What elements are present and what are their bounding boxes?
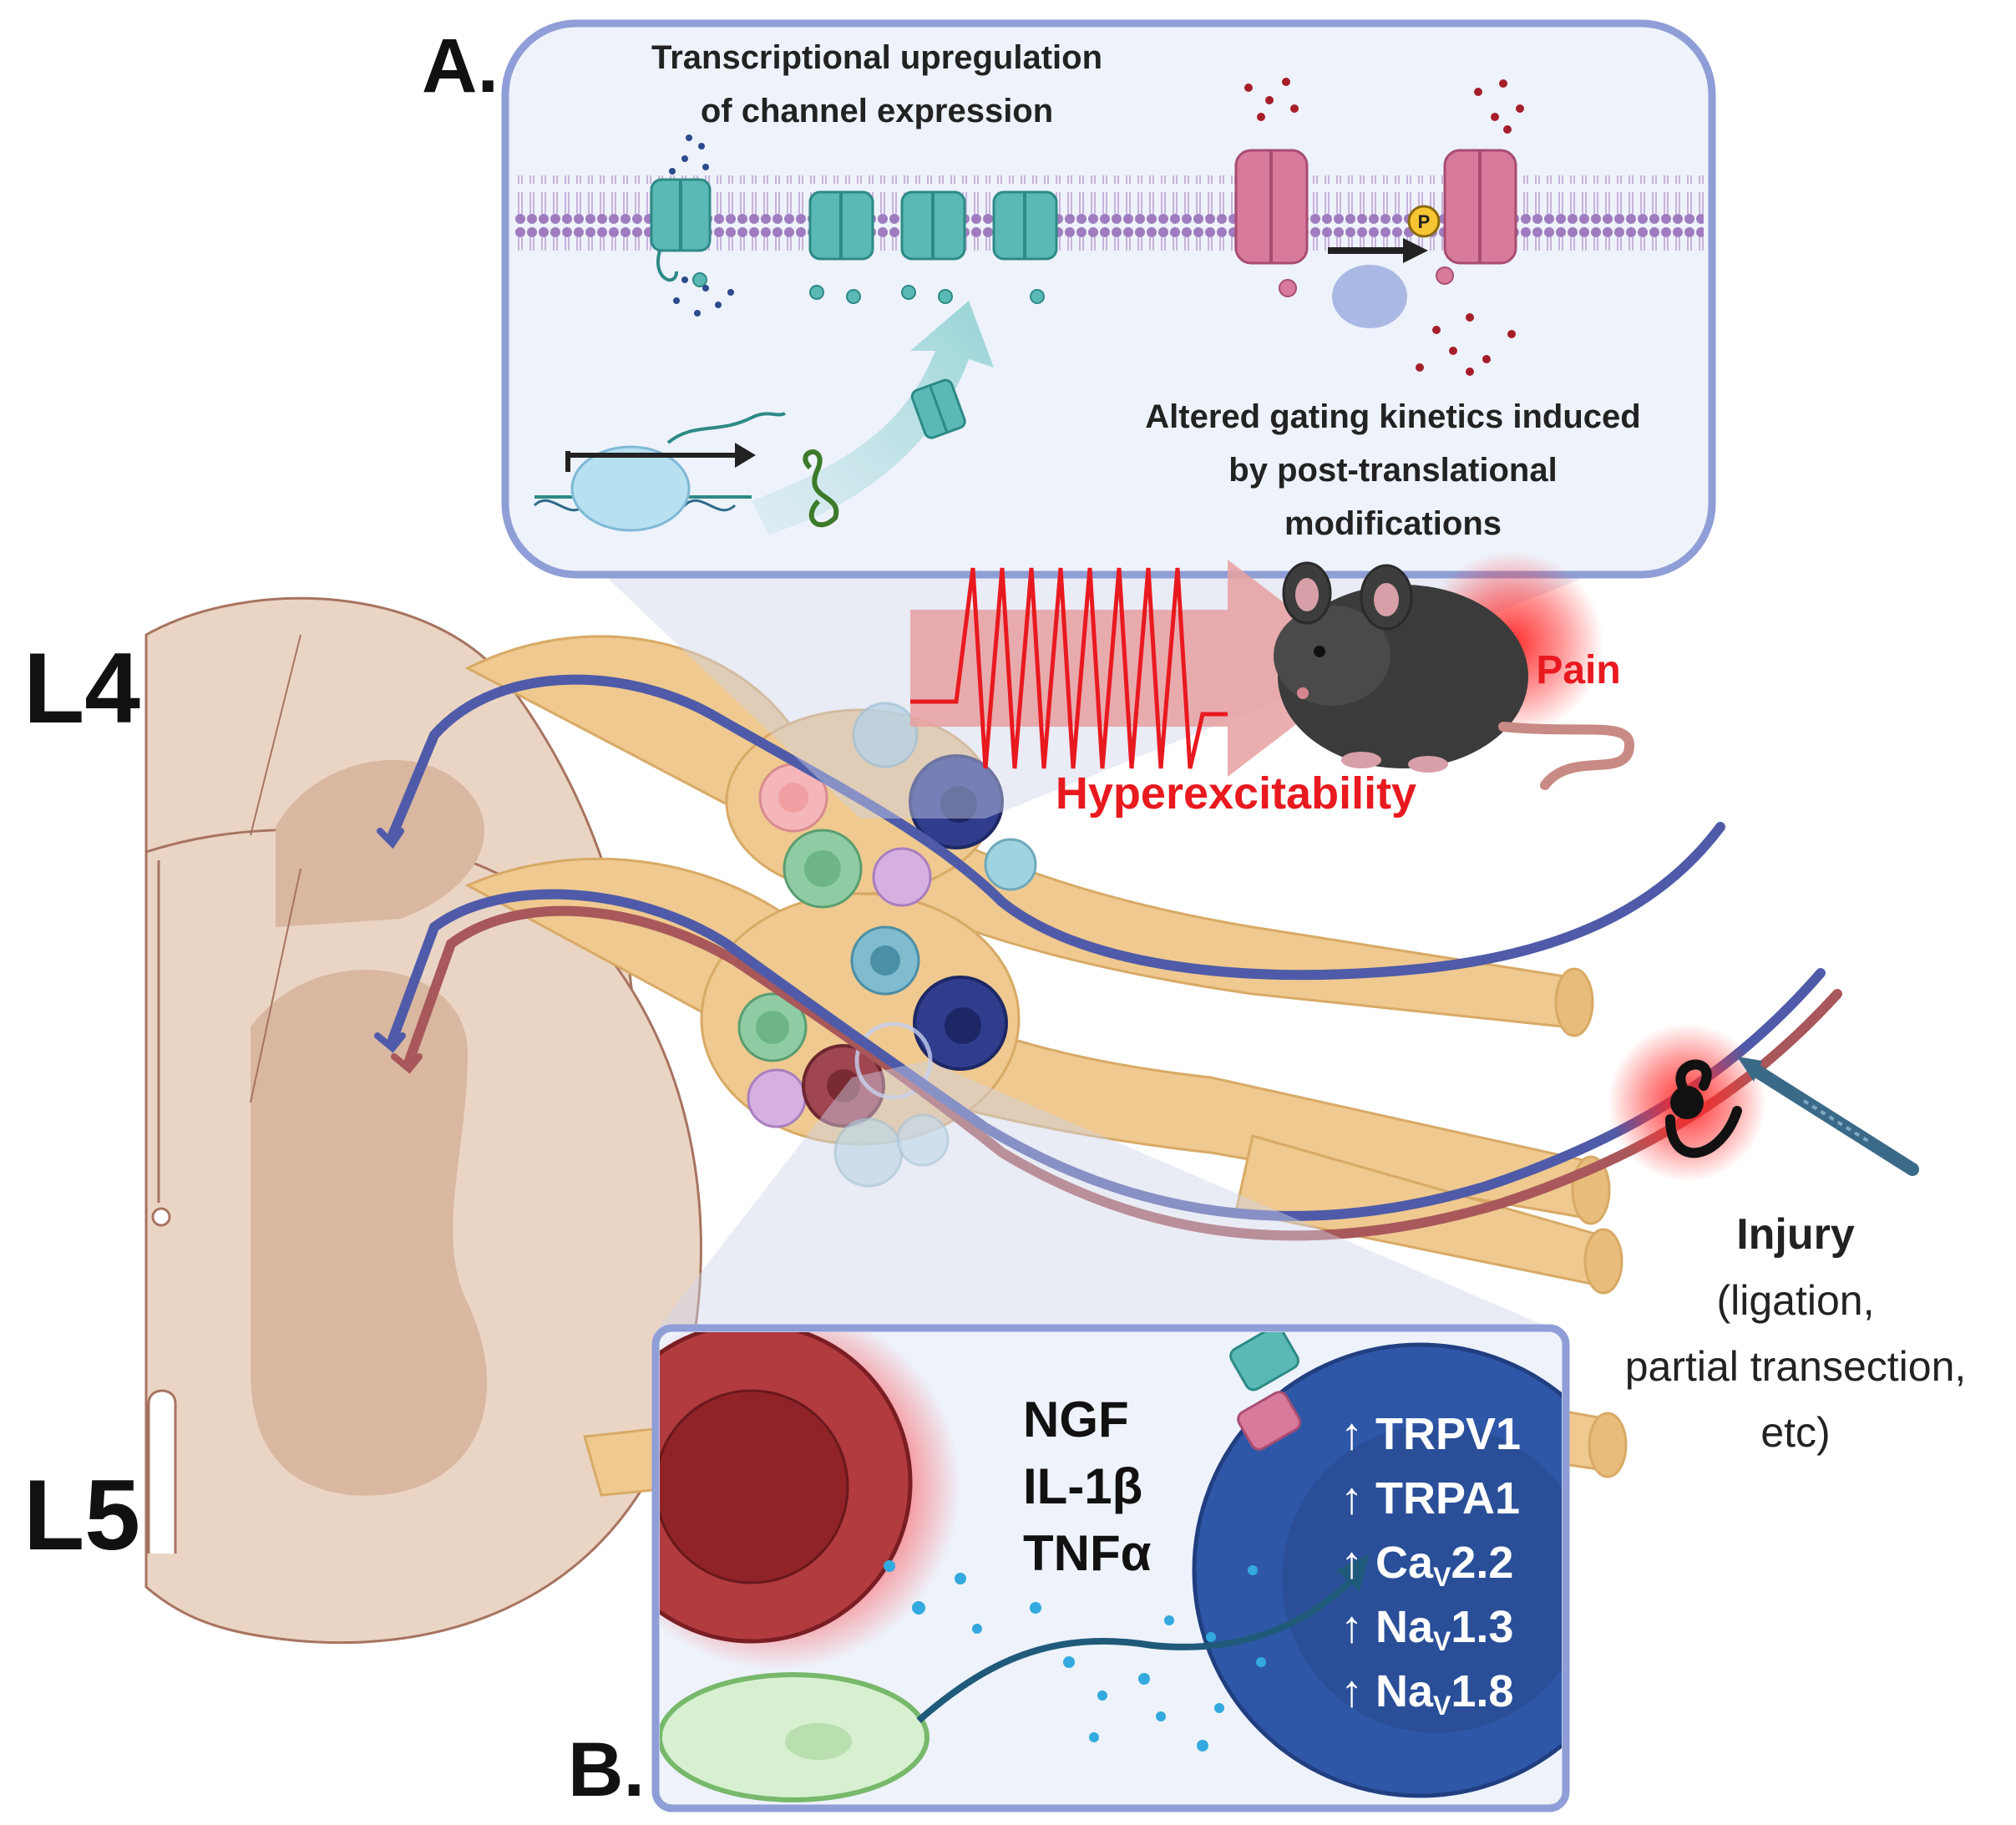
upregulated-item: ↑ NaV1.3 [1340, 1602, 1513, 1656]
upregulated-item: ↑ TRPA1 [1340, 1473, 1520, 1523]
mrna-squiggle-icon [803, 449, 839, 528]
grey-matter-l4 [276, 759, 484, 927]
up-arrow-icon: ↑ [1340, 1409, 1375, 1459]
ion-dots-red [1244, 78, 1524, 376]
up-arrow-icon: ↑ [1340, 1602, 1375, 1652]
injury-title: Injury [1736, 1210, 1855, 1259]
transcription-machinery [533, 378, 966, 532]
upregulated-channel-list: ↑ TRPV1 ↑ TRPA1 ↑ CaV2.2 ↑ NaV1.3 ↑ NaV1.8 [1340, 1409, 1521, 1721]
translation-arrow [752, 301, 994, 535]
promoter-arrow-icon [735, 443, 756, 468]
panel-a-letter: A. [422, 23, 499, 109]
cytokine-arrow [916, 1576, 1355, 1724]
grey-matter-l5 [251, 969, 488, 1496]
phosphate-label: P [1418, 211, 1431, 232]
factor-label-1: NGF [1023, 1392, 1129, 1447]
pink-channel-group: P [1234, 149, 1517, 328]
spinal-cord [144, 596, 702, 1645]
panel-a: P A. Transcriptional upregulation of cha… [422, 19, 1716, 579]
up-arrow-icon: ↑ [1340, 1538, 1375, 1588]
phosphate-icon [1407, 205, 1441, 238]
central-canal [151, 1207, 171, 1227]
gating-title-line3: modifications [1284, 505, 1502, 542]
injury-detail-line1: (ligation, [1717, 1277, 1875, 1324]
teal-channel-group [650, 178, 1058, 304]
injury-site: Injury (ligation, partial transection, e… [1608, 1023, 1966, 1456]
panel-b: B. NGF IL-1β TNFα ↑ TRPV1 ↑ TRPA1 ↑ CaV2.2… [568, 1324, 1570, 1812]
gating-title-line1: Altered gating kinetics induced [1145, 398, 1640, 435]
upregulated-item: ↑ TRPV1 [1340, 1409, 1521, 1459]
panel-a-frame [501, 19, 1716, 579]
level-label-l4: L4 [23, 632, 140, 744]
upregulated-item: ↑ NaV1.8 [1340, 1666, 1513, 1721]
injury-detail-line3: etc) [1760, 1409, 1830, 1456]
hyperexcitability-block: Hyperexcitability [910, 560, 1416, 819]
up-arrow-icon: ↑ [1340, 1666, 1375, 1716]
factor-label-3: TNFα [1023, 1525, 1152, 1581]
transcription-title-line2: of channel expression [701, 93, 1053, 129]
ion-dots-blue [669, 134, 734, 317]
factor-label-2: IL-1β [1023, 1458, 1142, 1514]
gating-title-line2: by post-translational [1228, 452, 1557, 489]
scalpel-icon [1737, 1057, 1919, 1176]
up-arrow-icon: ↑ [1340, 1473, 1375, 1523]
injury-detail-line2: partial transection, [1625, 1343, 1967, 1390]
spike-train [910, 567, 1228, 769]
mouse-tail [1498, 722, 1635, 790]
kinase-icon [1332, 265, 1407, 328]
drg-neurons [737, 702, 1037, 1188]
panel-b-letter: B. [568, 1727, 645, 1812]
pain-label: Pain [1536, 648, 1620, 692]
hyperexcitability-label: Hyperexcitability [1056, 768, 1416, 819]
ligature-icon [1665, 1059, 1742, 1158]
transcription-title-line1: Transcriptional upregulation [651, 39, 1102, 76]
level-label-l5: L5 [23, 1459, 140, 1571]
panel-b-zoom-cone [651, 1061, 1570, 1336]
ptm-arrow-head-icon [1403, 238, 1428, 263]
upregulated-item: ↑ CaV2.2 [1340, 1538, 1513, 1592]
channel-insert [1229, 1332, 1302, 1451]
mouse-illustration: Pain [1274, 551, 1635, 790]
fiber-l4-blue [387, 674, 1725, 981]
cytokine-dots [884, 1560, 1266, 1751]
